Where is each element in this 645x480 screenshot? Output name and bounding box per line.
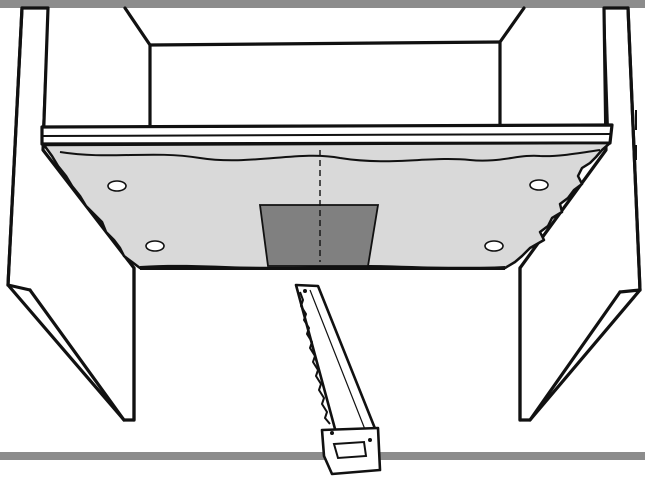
cabinet-side-right [518, 6, 642, 422]
mounting-hole [484, 240, 504, 252]
saw-blade-hole [303, 289, 307, 293]
saw-handle-rivet [368, 438, 372, 442]
cabinet-back [123, 6, 526, 130]
cabinet-lower-edges [132, 266, 522, 422]
saw-handle-grip [332, 440, 368, 460]
top-edge-bar [0, 0, 645, 8]
bottom-edge-bar [0, 452, 645, 460]
mounting-holes [107, 179, 549, 252]
saw-blade [294, 283, 380, 442]
saw-handle-rivet [330, 431, 334, 435]
saw-spine [309, 289, 367, 433]
mounting-hole [107, 180, 127, 192]
template-underside-shadow [140, 264, 505, 270]
hand-saw [294, 283, 382, 476]
cabinet-bottom-shelf [40, 123, 614, 146]
mounting-hole [145, 240, 165, 252]
cutout-area [258, 204, 380, 267]
saw-teeth [299, 291, 331, 425]
template-torn-edge [59, 149, 601, 163]
mounting-hole [529, 179, 549, 191]
